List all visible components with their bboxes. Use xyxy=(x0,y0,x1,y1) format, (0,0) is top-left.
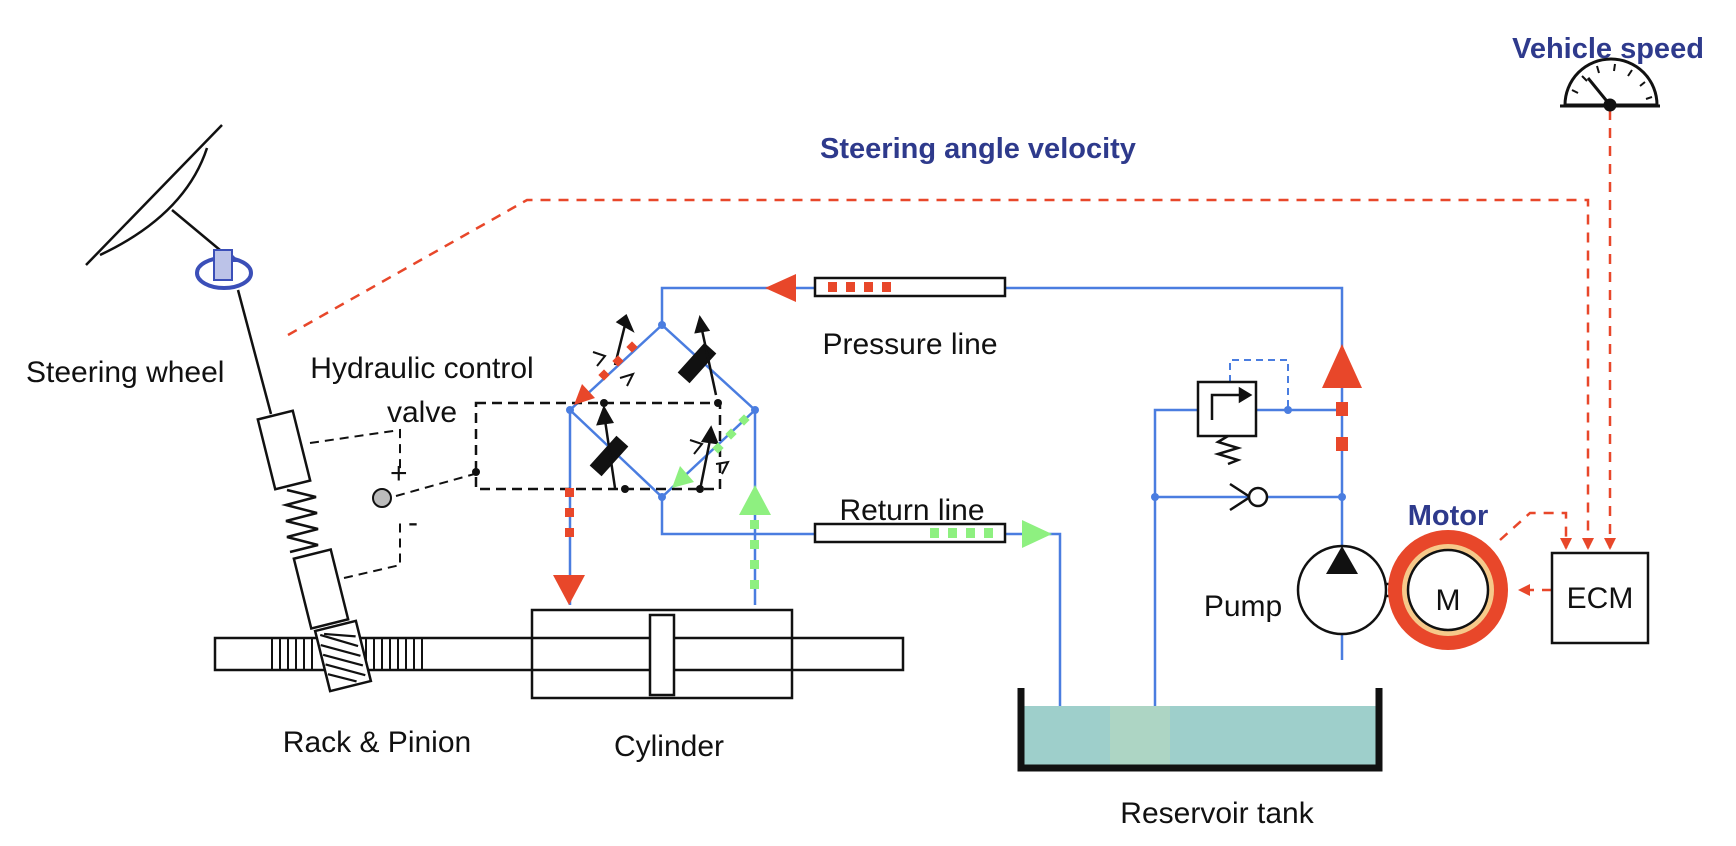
pump-label: Pump xyxy=(1204,590,1282,623)
relief-pilot-line xyxy=(1229,359,1289,410)
rack-pinion-label: Rack & Pinion xyxy=(283,726,471,759)
valve-orifices xyxy=(589,342,717,477)
valve-check-marks xyxy=(592,351,730,475)
minus-label: - xyxy=(408,506,418,539)
hydraulic-junctions xyxy=(566,321,1346,501)
pressure-flow-marks xyxy=(553,341,1362,605)
return-line-tube xyxy=(813,520,1052,548)
pinion-gear xyxy=(313,619,373,693)
return-line-label: Return line xyxy=(839,494,984,527)
reservoir-tank xyxy=(1017,688,1383,772)
relief-valve-icon xyxy=(1196,380,1258,466)
rotation-arrow-icon xyxy=(195,249,253,290)
vehicle-speed-label: Vehicle speed xyxy=(1512,33,1704,65)
pressure-line-tube xyxy=(765,274,1007,302)
check-valve-icon xyxy=(1229,482,1269,512)
motor-feedback-signal-line xyxy=(1499,511,1568,548)
motor-label: Motor xyxy=(1408,500,1489,532)
steering-wheel-icon xyxy=(85,124,273,415)
hydraulic-control-valve-label-line1: Hydraulic control xyxy=(310,352,533,385)
signal-lines xyxy=(287,110,1612,592)
hydraulic-control-valve-label-line2: valve xyxy=(387,396,457,429)
signal-arrowheads xyxy=(1518,538,1616,596)
torque-sensor xyxy=(256,409,350,631)
rack-teeth xyxy=(271,638,423,670)
speedometer-icon xyxy=(1560,57,1660,112)
ecm-box xyxy=(1550,551,1650,645)
valve-control-arrows xyxy=(596,314,719,491)
ecm-label: ECM xyxy=(1567,582,1634,615)
return-flow-marks xyxy=(672,414,771,589)
spring-icon xyxy=(281,488,319,554)
reservoir-tank-label: Reservoir tank xyxy=(1120,797,1314,830)
hydraulic-control-valve-box xyxy=(474,401,722,491)
valve-dots xyxy=(472,399,722,493)
cylinder-body xyxy=(530,608,794,700)
plus-label: + xyxy=(390,457,408,490)
cylinder-label: Cylinder xyxy=(614,730,724,763)
pressure-line-label: Pressure line xyxy=(822,328,997,361)
motor-symbol-label: M xyxy=(1436,584,1461,617)
motor-icon xyxy=(1388,530,1508,650)
steering-angle-velocity-label: Steering angle velocity xyxy=(820,133,1136,165)
torque-sensor-node xyxy=(372,488,392,508)
torque-sensor-wiring xyxy=(309,428,479,579)
steering-wheel-label: Steering wheel xyxy=(26,356,224,389)
